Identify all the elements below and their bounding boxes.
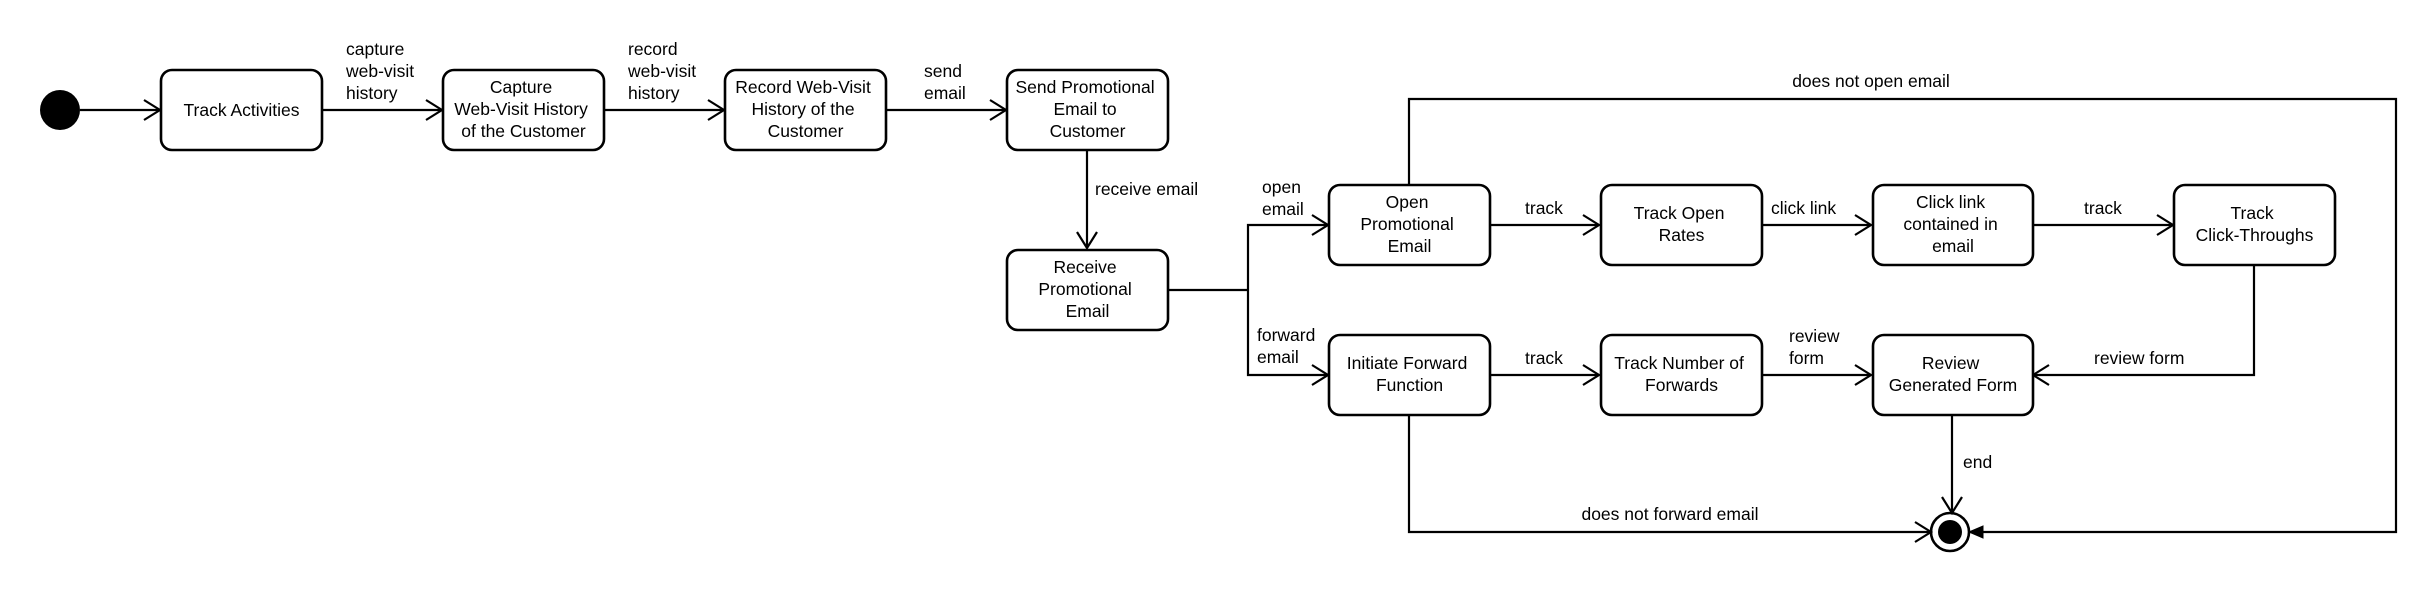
node-label: Track Number of Forwards (1614, 353, 1749, 395)
edge-branch-to-forward (1246, 290, 1328, 377)
edge-label-text: review form (2094, 348, 2184, 368)
label-record-web-visit-history: record web-visit history (627, 39, 701, 103)
node-capture-web-visit-history: Capture Web-Visit History of the Custome… (441, 68, 606, 152)
node-label: Track Open Rates (1634, 203, 1730, 245)
node-label: Receive Promotional Email (1038, 257, 1136, 321)
edge-click-throughs-to-review (2033, 265, 2256, 377)
edge-label-text: click link (1771, 198, 1836, 218)
label-send-email: send email (924, 61, 967, 103)
label-capture-web-visit-history: capture web-visit history (345, 39, 419, 103)
node-label: Track Activities (183, 100, 299, 120)
label-does-not-open-email: does not open email (1792, 71, 1950, 91)
label-end: end (1963, 452, 1992, 472)
edge-label-text: track (1525, 348, 1563, 368)
edge-label-text: track (2084, 198, 2122, 218)
label-review-form: review form (1789, 326, 1844, 368)
node-label: Review Generated Form (1889, 353, 2017, 395)
node-review-generated-form: Review Generated Form (1871, 333, 2035, 417)
node-click-link-in-email: Click link contained in email (1871, 183, 2035, 267)
label-click-link: click link (1771, 198, 1836, 218)
node-label: Capture Web-Visit History of the Custome… (454, 77, 592, 141)
node-track-open-rates: Track Open Rates (1599, 183, 1764, 267)
node-label: Send Promotional Email to Customer (1016, 77, 1160, 141)
initial-node (40, 90, 80, 130)
node-open-promotional-email: Open Promotional Email (1327, 183, 1492, 267)
edges (80, 97, 2398, 534)
node-label: Open Promotional Email (1360, 192, 1458, 256)
edge-branch-to-open (1246, 223, 1328, 290)
edge-label-text: does not open email (1792, 71, 1950, 91)
node-track-number-of-forwards: Track Number of Forwards (1599, 333, 1764, 417)
edge-label-text: does not forward email (1581, 504, 1758, 524)
node-label: Record Web-Visit History of the Customer (735, 77, 875, 141)
node-label: Initiate Forward Function (1347, 353, 1472, 395)
node-receive-promotional-email: Receive Promotional Email (1005, 248, 1170, 332)
node-label: Click link contained in email (1903, 192, 2002, 256)
node-track-activities: Track Activities (159, 68, 324, 152)
action-nodes: Track Activities Capture Web-Visit Histo… (159, 68, 2337, 417)
edge-label-text: track (1525, 198, 1563, 218)
node-track-click-throughs: Track Click-Throughs (2172, 183, 2337, 267)
edge-label-text: end (1963, 452, 1992, 472)
edge-label-text: open email (1262, 177, 1306, 219)
label-receive-email: receive email (1095, 179, 1198, 199)
label-track-forward: track (1525, 348, 1563, 368)
node-initiate-forward-function: Initiate Forward Function (1327, 333, 1492, 417)
label-review-form-from-clicks: review form (2094, 348, 2184, 368)
edge-label-text: send email (924, 61, 967, 103)
label-forward-email: forward email (1257, 325, 1320, 367)
label-track-click: track (2084, 198, 2122, 218)
label-does-not-forward-email: does not forward email (1581, 504, 1758, 524)
node-label: Track Click-Throughs (2196, 203, 2314, 245)
label-track-open: track (1525, 198, 1563, 218)
node-record-web-visit-history: Record Web-Visit History of the Customer (723, 68, 888, 152)
final-node (1938, 520, 1962, 544)
edge-open-does-not-open-to-end (1407, 97, 2398, 534)
node-send-promotional-email: Send Promotional Email to Customer (1005, 68, 1170, 152)
edge-label-text: capture web-visit history (345, 39, 419, 103)
label-open-email: open email (1262, 177, 1306, 219)
edge-label-text: forward email (1257, 325, 1320, 367)
edge-label-text: review form (1789, 326, 1844, 368)
edge-forward-does-not-forward-to-end (1407, 415, 1931, 534)
edge-label-text: receive email (1095, 179, 1198, 199)
edge-label-text: record web-visit history (627, 39, 701, 103)
edge-labels: capture web-visit history record web-vis… (345, 39, 2184, 524)
